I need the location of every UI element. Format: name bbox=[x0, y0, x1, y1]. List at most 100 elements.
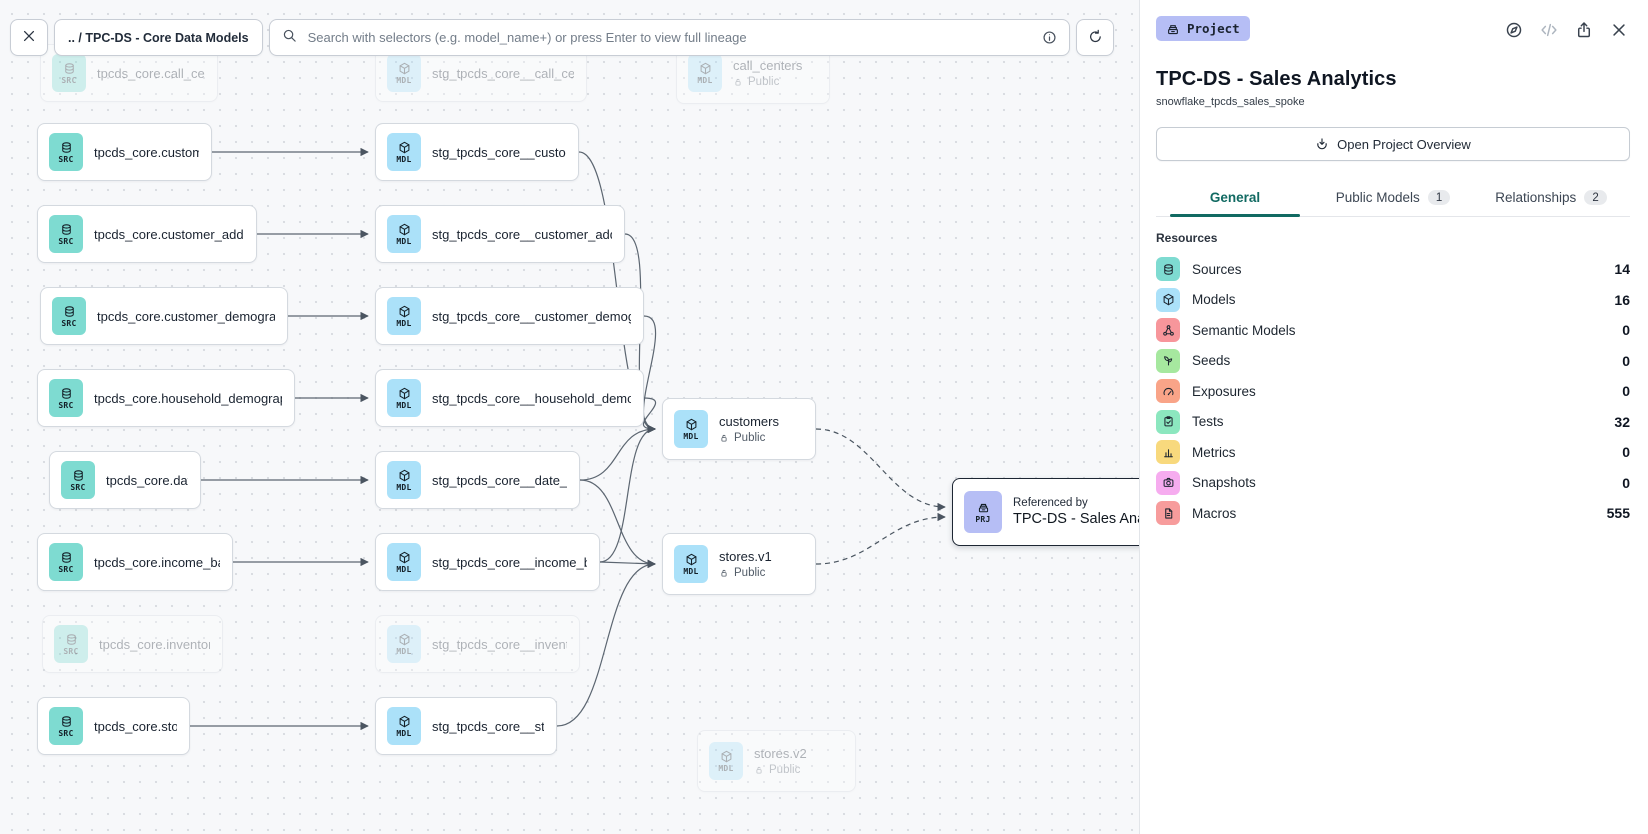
node-label: tpcds_core.customer bbox=[94, 144, 199, 160]
node-type-badge: MDL bbox=[387, 543, 421, 581]
resource-label: Tests bbox=[1192, 414, 1224, 430]
edge-mdl_customers-to-prj_sales bbox=[815, 428, 946, 512]
node-label: tpcds_core.inventory bbox=[99, 636, 210, 652]
node-access: Public bbox=[733, 76, 802, 88]
node-label: stg_tpcds_core__customer_demogra… bbox=[432, 308, 631, 324]
node-type-badge: SRC bbox=[49, 133, 83, 171]
close-panel-button[interactable] bbox=[1608, 19, 1630, 41]
node-stg_household_demographics[interactable]: MDLstg_tpcds_core__household_demogr… bbox=[375, 369, 644, 427]
resource-count: 16 bbox=[1614, 291, 1630, 308]
node-type-badge: MDL bbox=[387, 54, 421, 92]
node-label: stg_tpcds_core__customer bbox=[432, 144, 566, 160]
database-icon bbox=[61, 223, 71, 235]
code-view-button[interactable] bbox=[1538, 19, 1560, 41]
resource-count: 0 bbox=[1622, 444, 1630, 461]
refresh-lineage-button[interactable] bbox=[1076, 19, 1114, 56]
node-src_customer[interactable]: SRC tpcds_core.customer bbox=[37, 123, 212, 181]
node-access: Public bbox=[754, 764, 807, 776]
tab-general[interactable]: General bbox=[1156, 181, 1314, 217]
cube-icon bbox=[399, 62, 409, 74]
lineage-edges bbox=[190, 147, 946, 731]
breadcrumb[interactable]: .. / TPC-DS - Core Data Models bbox=[54, 19, 263, 56]
close-icon bbox=[21, 28, 37, 47]
share-button[interactable] bbox=[1573, 19, 1595, 41]
node-type-badge: MDL bbox=[709, 742, 743, 780]
node-label: tpcds_core.household_demographics bbox=[94, 390, 282, 406]
share-icon bbox=[1575, 21, 1593, 39]
close-lineage-button[interactable] bbox=[10, 19, 48, 56]
open-overview-icon bbox=[1315, 137, 1329, 151]
node-type-badge: MDL bbox=[688, 54, 722, 92]
node-type-badge: SRC bbox=[52, 297, 86, 335]
lineage-search[interactable] bbox=[268, 19, 1070, 56]
resource-label: Exposures bbox=[1192, 383, 1256, 399]
tab-count-badge: 2 bbox=[1584, 190, 1607, 205]
database-icon bbox=[61, 715, 71, 727]
node-label: stg_tpcds_core__customer_address bbox=[432, 226, 612, 242]
node-type-badge: MDL bbox=[674, 410, 708, 448]
node-stg_customer_demographics[interactable]: MDLstg_tpcds_core__customer_demogra… bbox=[375, 287, 644, 345]
cube-icon bbox=[399, 305, 409, 317]
edge-stg_household_demographics-to-mdl_customers bbox=[642, 397, 657, 434]
close-icon bbox=[1610, 21, 1628, 39]
compass-icon bbox=[1505, 21, 1523, 39]
compass-icon bbox=[1506, 22, 1522, 38]
page-title: TPC-DS - Sales Analytics bbox=[1156, 68, 1397, 90]
project-type-badge: Project bbox=[1156, 16, 1250, 41]
compass-icon-button[interactable] bbox=[1503, 19, 1525, 41]
open-project-overview-button[interactable]: Open Project Overview bbox=[1156, 127, 1630, 161]
cube-icon bbox=[686, 553, 696, 565]
node-label: tpcds_core.store bbox=[94, 718, 177, 734]
node-note: Referenced by bbox=[1013, 497, 1088, 509]
cube-icon bbox=[686, 418, 696, 430]
edge-stg_date_dim-to-mdl_stores_v1 bbox=[579, 479, 656, 569]
database-icon bbox=[61, 387, 71, 399]
bar-chart-icon bbox=[1163, 448, 1173, 458]
file-icon bbox=[1164, 508, 1172, 519]
info-icon[interactable] bbox=[1042, 30, 1057, 45]
node-type-badge: PRJ bbox=[964, 491, 1002, 533]
lineage-canvas[interactable]: SRCtpcds_core.call_centerMDLstg_tpcds_co… bbox=[0, 0, 1177, 834]
resources-heading: Resources bbox=[1156, 231, 1218, 245]
search-input[interactable] bbox=[305, 29, 1033, 46]
node-label: tpcds_core.call_center bbox=[97, 65, 205, 81]
node-type-badge: SRC bbox=[54, 625, 88, 663]
project-subtitle: snowflake_tpcds_sales_spoke bbox=[1156, 96, 1305, 108]
edge-stg_income_band-to-mdl_stores_v1 bbox=[599, 559, 656, 568]
node-access: Public bbox=[719, 567, 772, 579]
node-label: stg_tpcds_core__store bbox=[432, 718, 544, 734]
close-icon bbox=[23, 30, 35, 42]
resource-icon-chip bbox=[1156, 501, 1180, 526]
node-src_inventory[interactable]: SRC tpcds_core.inventory bbox=[42, 615, 223, 673]
node-label: tpcds_core.income_band bbox=[94, 554, 220, 570]
